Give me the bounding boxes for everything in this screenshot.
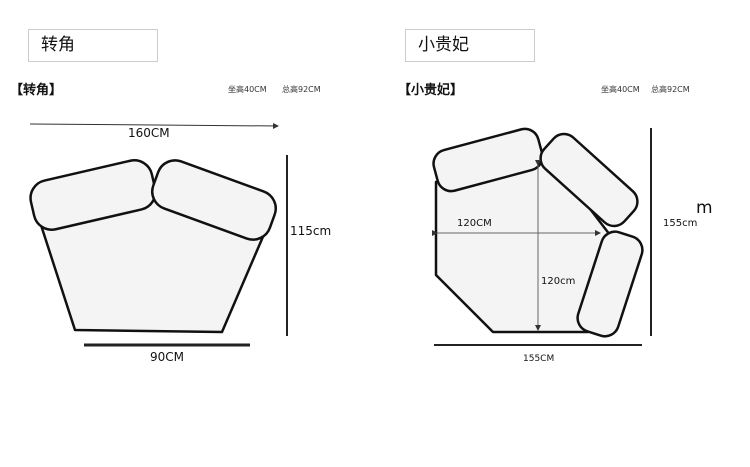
chaise-depth-label: 155cm [663,218,698,229]
corner-width-bottom-label: 90CM [150,350,185,364]
chaise-arm [576,230,644,338]
chaise-back-right [539,132,639,228]
stray-text: m [696,198,713,218]
corner-depth-label: 115cm [290,224,332,238]
chaise-total-height: 总高92CM [651,85,690,94]
chaise-width-label: 155CM [523,354,555,364]
chaise-header: 【小贵妃】 [398,83,464,98]
chaise-title-box: 小贵妃 [405,29,535,62]
chaise-inner-depth-label: 120cm [541,276,576,287]
chaise-seat-height: 坐高40CM [601,85,640,94]
chaise-back-left [432,127,544,193]
chaise-inner-width-label: 120CM [457,218,492,229]
corner-width-top-label: 160CM [128,126,170,140]
corner-title-box: 转角 [28,29,158,62]
corner-seat-height: 坐高40CM [228,85,267,94]
width-160-line [29,122,279,129]
corner-sofa-back-left [29,159,157,231]
corner-sofa-back-right [151,159,277,241]
corner-header: 【转角】 [10,83,63,98]
corner-total-height: 总高92CM [282,85,321,94]
